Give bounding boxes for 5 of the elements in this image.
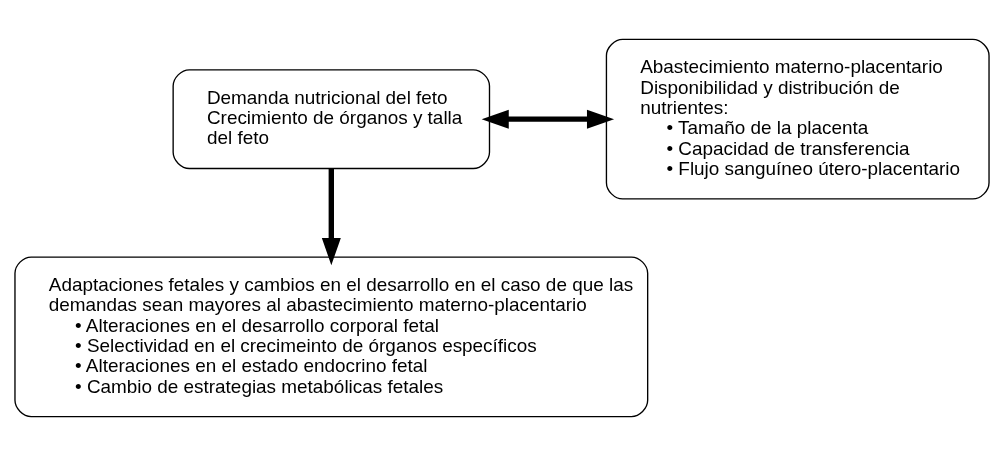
arrow [481, 109, 614, 129]
node-box: Abastecimiento materno-placentario Disponibilidad y distribución de nutrientes: • Tamaño de la placenta • Capacidad de transferencia • Flujo sanguíneo útero-placentario [605, 38, 990, 200]
node-box: Demanda nutricional del feto Crecimiento de órganos y talla del feto [171, 68, 490, 169]
arrow [321, 168, 341, 265]
node-box: Adaptaciones fetales y cambios en el desarrollo en el caso de que las demandas sean mayores al abastecimiento materno-placentario • Alteraciones en el desarrollo corporal fetal • Selectividad en el crecimeinto de órganos específicos • Alteraciones en el estado endocrino fetal • Cambio de estrategias metabólicas fetales [13, 255, 648, 417]
